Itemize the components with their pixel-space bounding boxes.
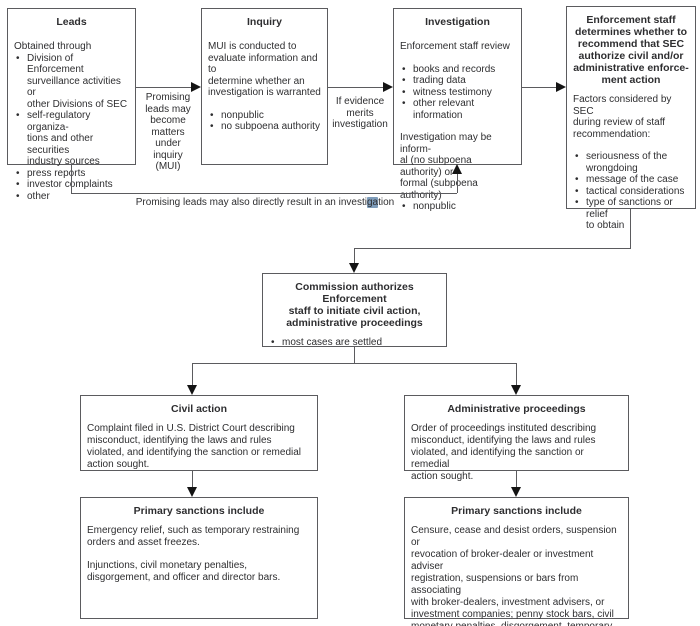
- arrowhead-down-icon: [187, 385, 197, 395]
- leads-bullet: press reports: [14, 168, 129, 180]
- commission-split-line: [192, 363, 516, 364]
- admin-sanctions-paragraph: Censure, cease and desist orders, suspen…: [411, 525, 617, 626]
- arrowhead-right-icon: [191, 82, 201, 92]
- inquiry-box: Inquiry MUI is conducted to evaluate inf…: [201, 8, 328, 165]
- admin-to-sanctions-line: [516, 471, 517, 487]
- leads-bullet: self-regulatory organiza- tions and othe…: [14, 110, 129, 168]
- arrowhead-right-icon: [383, 82, 393, 92]
- inquiry-bullet: nonpublic: [208, 110, 321, 122]
- leads-bullet: other: [14, 191, 129, 203]
- admin-proceedings-paragraph: Order of proceedings instituted describi…: [411, 423, 597, 482]
- admin-sanctions-title: Primary sanctions include: [451, 505, 582, 517]
- split-to-civil-line: [192, 363, 193, 385]
- inquiry-to-investigation-label: If evidence merits investigation: [332, 96, 388, 130]
- leads-direct-line: [71, 165, 72, 193]
- admin-sanctions-box: Primary sanctions include Censure, cease…: [404, 497, 629, 626]
- leads-box: Leads Obtained through Division of Enfor…: [7, 8, 136, 202]
- leads-to-inquiry-line: [136, 87, 191, 88]
- leads-title: Leads: [56, 16, 87, 28]
- civil-action-title: Civil action: [170, 403, 227, 415]
- investigation-bullet: witness testimony: [400, 87, 515, 99]
- split-to-admin-line: [516, 363, 517, 385]
- inquiry-title: Inquiry: [246, 16, 282, 28]
- investigation-paragraph-1: Enforcement staff review: [400, 41, 510, 52]
- civil-sanctions-title: Primary sanctions include: [133, 505, 265, 517]
- enforcement-staff-bullet: tactical considerations: [573, 186, 689, 198]
- leads-intro: Obtained through: [14, 41, 92, 52]
- inquiry-to-investigation-line: [328, 87, 383, 88]
- investigation-bullet: other relevant information: [400, 98, 515, 121]
- civil-to-sanctions-line: [192, 471, 193, 487]
- admin-proceedings-title: Administrative proceedings: [447, 403, 586, 415]
- investigation-title: Investigation: [425, 16, 490, 28]
- arrowhead-down-icon: [349, 263, 359, 273]
- enforcement-staff-box: Enforcement staff determines whether to …: [566, 6, 696, 231]
- commission-title: Commission authorizes Enforcement staff …: [286, 281, 423, 329]
- enforcement-to-commission-line: [354, 248, 355, 263]
- civil-sanctions-paragraph-1: Emergency relief, such as temporary rest…: [87, 525, 300, 548]
- leads-bullet: Division of Enforcement surveillance act…: [14, 53, 129, 111]
- admin-proceedings-box: Administrative proceedings Order of proc…: [404, 395, 629, 482]
- commission-split-line: [354, 347, 355, 363]
- leads-direct-label: Promising leads may also directly result…: [100, 197, 430, 209]
- enforcement-staff-title: Enforcement staff determines whether to …: [573, 14, 689, 86]
- leads-to-inquiry-label: Promising leads may become matters under…: [145, 92, 191, 172]
- enforcement-staff-bullet: message of the case: [573, 174, 689, 186]
- civil-action-box: Civil action Complaint filed in U.S. Dis…: [80, 395, 318, 471]
- arrowhead-down-icon: [187, 487, 197, 497]
- investigation-box: Investigation Enforcement staff review b…: [393, 8, 522, 212]
- civil-action-paragraph: Complaint filed in U.S. District Court d…: [87, 423, 302, 470]
- commission-bullet: most cases are settled: [269, 337, 440, 349]
- enforcement-to-commission-line: [354, 248, 631, 249]
- investigation-bullet: books and records: [400, 64, 515, 76]
- arrowhead-up-icon: [452, 164, 462, 174]
- leads-direct-label-post: tion: [378, 197, 395, 208]
- enforcement-staff-bullet: type of sanctions or relief to obtain: [573, 197, 689, 232]
- leads-bullet: investor complaints: [14, 179, 129, 191]
- inquiry-paragraph: MUI is conducted to evaluate information…: [208, 41, 321, 98]
- civil-sanctions-paragraph-2: Injunctions, civil monetary penalties, d…: [87, 560, 281, 583]
- investigation-paragraph-2: Investigation may be inform- al (no subp…: [400, 132, 492, 201]
- inquiry-bullet: no subpoena authority: [208, 121, 321, 133]
- arrowhead-down-icon: [511, 385, 521, 395]
- enforcement-to-commission-line: [630, 209, 631, 248]
- enforcement-staff-paragraph: Factors considered by SEC during review …: [573, 94, 672, 140]
- civil-sanctions-box: Primary sanctions include Emergency reli…: [80, 497, 318, 619]
- investigation-bullet: nonpublic: [400, 201, 515, 213]
- leads-direct-label-pre: Promising leads may also directly result…: [135, 197, 367, 208]
- leads-direct-label-highlight: ga: [366, 197, 379, 208]
- investigation-to-enforcement-line: [522, 87, 556, 88]
- enforcement-staff-bullet: seriousness of the wrongdoing: [573, 151, 689, 174]
- leads-direct-line: [457, 174, 458, 193]
- leads-direct-line: [71, 193, 457, 194]
- commission-box: Commission authorizes Enforcement staff …: [262, 273, 447, 349]
- investigation-bullet: trading data: [400, 75, 515, 87]
- arrowhead-down-icon: [511, 487, 521, 497]
- arrowhead-right-icon: [556, 82, 566, 92]
